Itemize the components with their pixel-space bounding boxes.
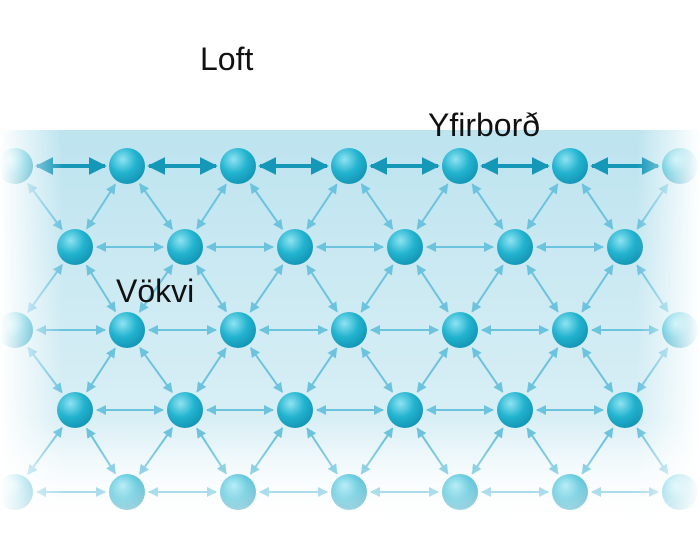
liquid-label: Vökvi xyxy=(116,273,194,309)
bottom-fade xyxy=(0,440,700,543)
air-label: Loft xyxy=(200,41,253,77)
surface-label: Yfirborð xyxy=(428,107,540,143)
